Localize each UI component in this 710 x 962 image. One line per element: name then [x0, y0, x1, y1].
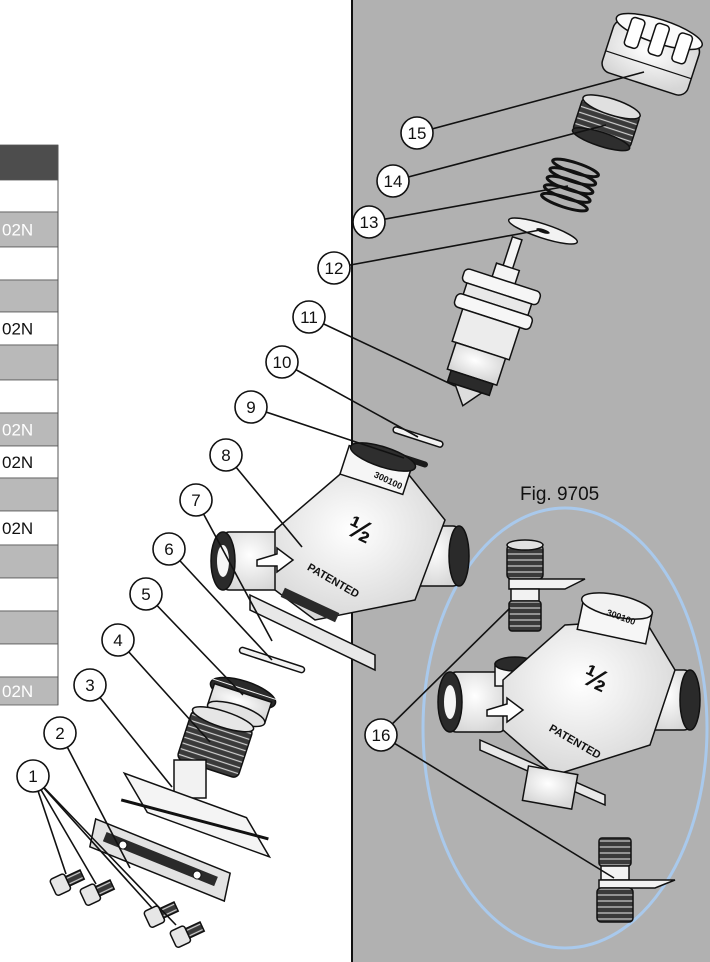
table-row [0, 179, 59, 213]
leader-line [195, 499, 273, 642]
figure-label: Fig. 9705 [520, 484, 599, 505]
leader-line [380, 734, 615, 879]
inset-test-port-top [506, 539, 586, 632]
table-row [0, 344, 59, 381]
callout-number: 10 [273, 353, 292, 372]
callout-number: 3 [85, 676, 94, 695]
callout-number: 8 [221, 446, 230, 465]
leader-line [145, 593, 244, 696]
part-1-screws [49, 869, 206, 948]
screw [169, 921, 206, 948]
callout-12: 12 [317, 251, 351, 285]
callout-2: 2 [43, 716, 77, 750]
leader-line [281, 361, 419, 438]
table-cell-code: 02N [2, 682, 33, 701]
table-row [0, 211, 59, 248]
table-row [0, 676, 59, 706]
table-cell-code: 02N [2, 453, 33, 472]
part-14-nut [571, 94, 641, 152]
table-row [0, 246, 59, 281]
callout-number: 9 [246, 398, 255, 417]
callout-3: 3 [73, 668, 107, 702]
table-cell-code: 02N [2, 320, 33, 339]
callout-number: 4 [113, 631, 122, 650]
callout-number: 7 [191, 491, 200, 510]
callout-number: 16 [372, 726, 391, 745]
callout-number: 13 [360, 213, 379, 232]
part-11-cartridge [446, 235, 542, 407]
table-row [0, 577, 59, 612]
leader-line [89, 684, 173, 788]
callout-number: 11 [300, 308, 318, 327]
inset-valve-assembly: ½ PATENTED 300100 [437, 539, 701, 923]
leader-lines [32, 71, 645, 926]
leader-line [225, 454, 303, 548]
table-row [0, 610, 59, 645]
callout-15: 15 [400, 116, 434, 150]
callout-13: 13 [352, 205, 386, 239]
table-row [0, 144, 59, 181]
callout-6: 6 [152, 532, 186, 566]
part-13-spring [540, 157, 600, 213]
callout-5: 5 [129, 577, 163, 611]
leader-line [32, 775, 97, 885]
screw [49, 869, 86, 896]
leader-line [117, 639, 211, 743]
callout-number: 1 [28, 767, 37, 786]
callout-number: 5 [141, 585, 150, 604]
leader-line [32, 775, 177, 926]
table-row [0, 544, 59, 579]
table-cell-code: 02N [2, 221, 33, 240]
leader-line [168, 548, 273, 661]
table-cell-code: 02N [2, 421, 33, 440]
parts-table: 02N 02N 02N 02N 02N 02N [0, 144, 59, 706]
callout-16: 16 [364, 718, 398, 752]
leader-line [380, 607, 511, 736]
screw [143, 901, 180, 928]
callout-7: 7 [179, 483, 213, 517]
callout-1: 1 [16, 759, 50, 793]
table-row [0, 412, 59, 447]
leader-line [368, 185, 569, 223]
leader-line [392, 124, 607, 182]
leader-line [32, 775, 67, 875]
leader-line [333, 229, 541, 269]
callout-4: 4 [101, 623, 135, 657]
table-row [0, 279, 59, 313]
table-row [0, 379, 59, 414]
leader-line [308, 316, 456, 387]
callout-10: 10 [265, 345, 299, 379]
callout-8: 8 [209, 438, 243, 472]
callout-number: 6 [164, 540, 173, 559]
callout-number: 14 [384, 172, 403, 191]
leader-line [32, 775, 153, 909]
leader-line [59, 732, 131, 869]
leader-line [250, 406, 405, 459]
leader-line [416, 71, 645, 134]
table-row [0, 445, 59, 479]
callout-11: 11 [292, 300, 326, 334]
table-cell-code: 02N [2, 519, 33, 538]
table-row [0, 477, 59, 512]
callout-number: 15 [408, 124, 427, 143]
inset-test-port-bottom [596, 837, 676, 923]
part-3-diaphragm-plate [120, 759, 272, 859]
screw [79, 879, 116, 906]
callout-14: 14 [376, 164, 410, 198]
callout-9: 9 [234, 390, 268, 424]
table-row [0, 643, 59, 678]
part-12-washer [507, 217, 579, 245]
part-8-valve-body: ½ PATENTED 300100 [210, 442, 470, 672]
inset-oval [421, 506, 709, 950]
callout-number: 12 [325, 259, 344, 278]
callout-number: 2 [55, 724, 64, 743]
